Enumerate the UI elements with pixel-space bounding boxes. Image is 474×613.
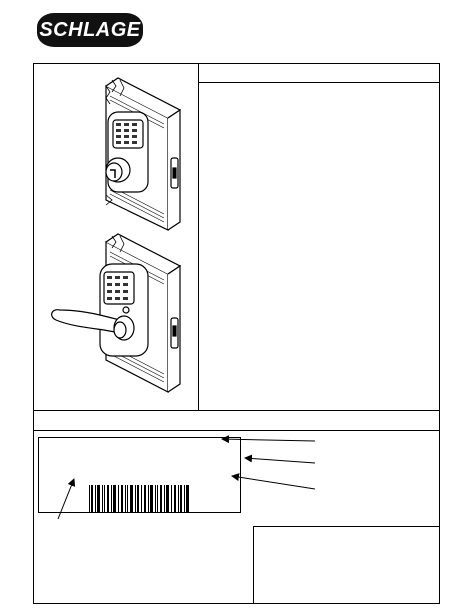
- info-box: [253, 526, 440, 604]
- keypad-lever-icon: [51, 233, 182, 393]
- schlage-logo: SCHLAGE: [37, 13, 143, 47]
- right-panel-header: [199, 63, 440, 83]
- keypad-deadbolt-icon: [105, 77, 182, 231]
- section-divider-lower: [33, 430, 440, 431]
- document-frame: [33, 63, 440, 604]
- callout-arrow: [231, 473, 316, 490]
- product-label-box: [38, 437, 241, 513]
- callout-arrow: [244, 454, 316, 464]
- logo-text: SCHLAGE: [39, 18, 141, 41]
- barcode-icon: [89, 485, 189, 513]
- section-divider: [33, 410, 440, 411]
- illustration-panel: [33, 63, 199, 411]
- callout-arrow: [221, 435, 316, 444]
- callout-arrow: [57, 478, 76, 520]
